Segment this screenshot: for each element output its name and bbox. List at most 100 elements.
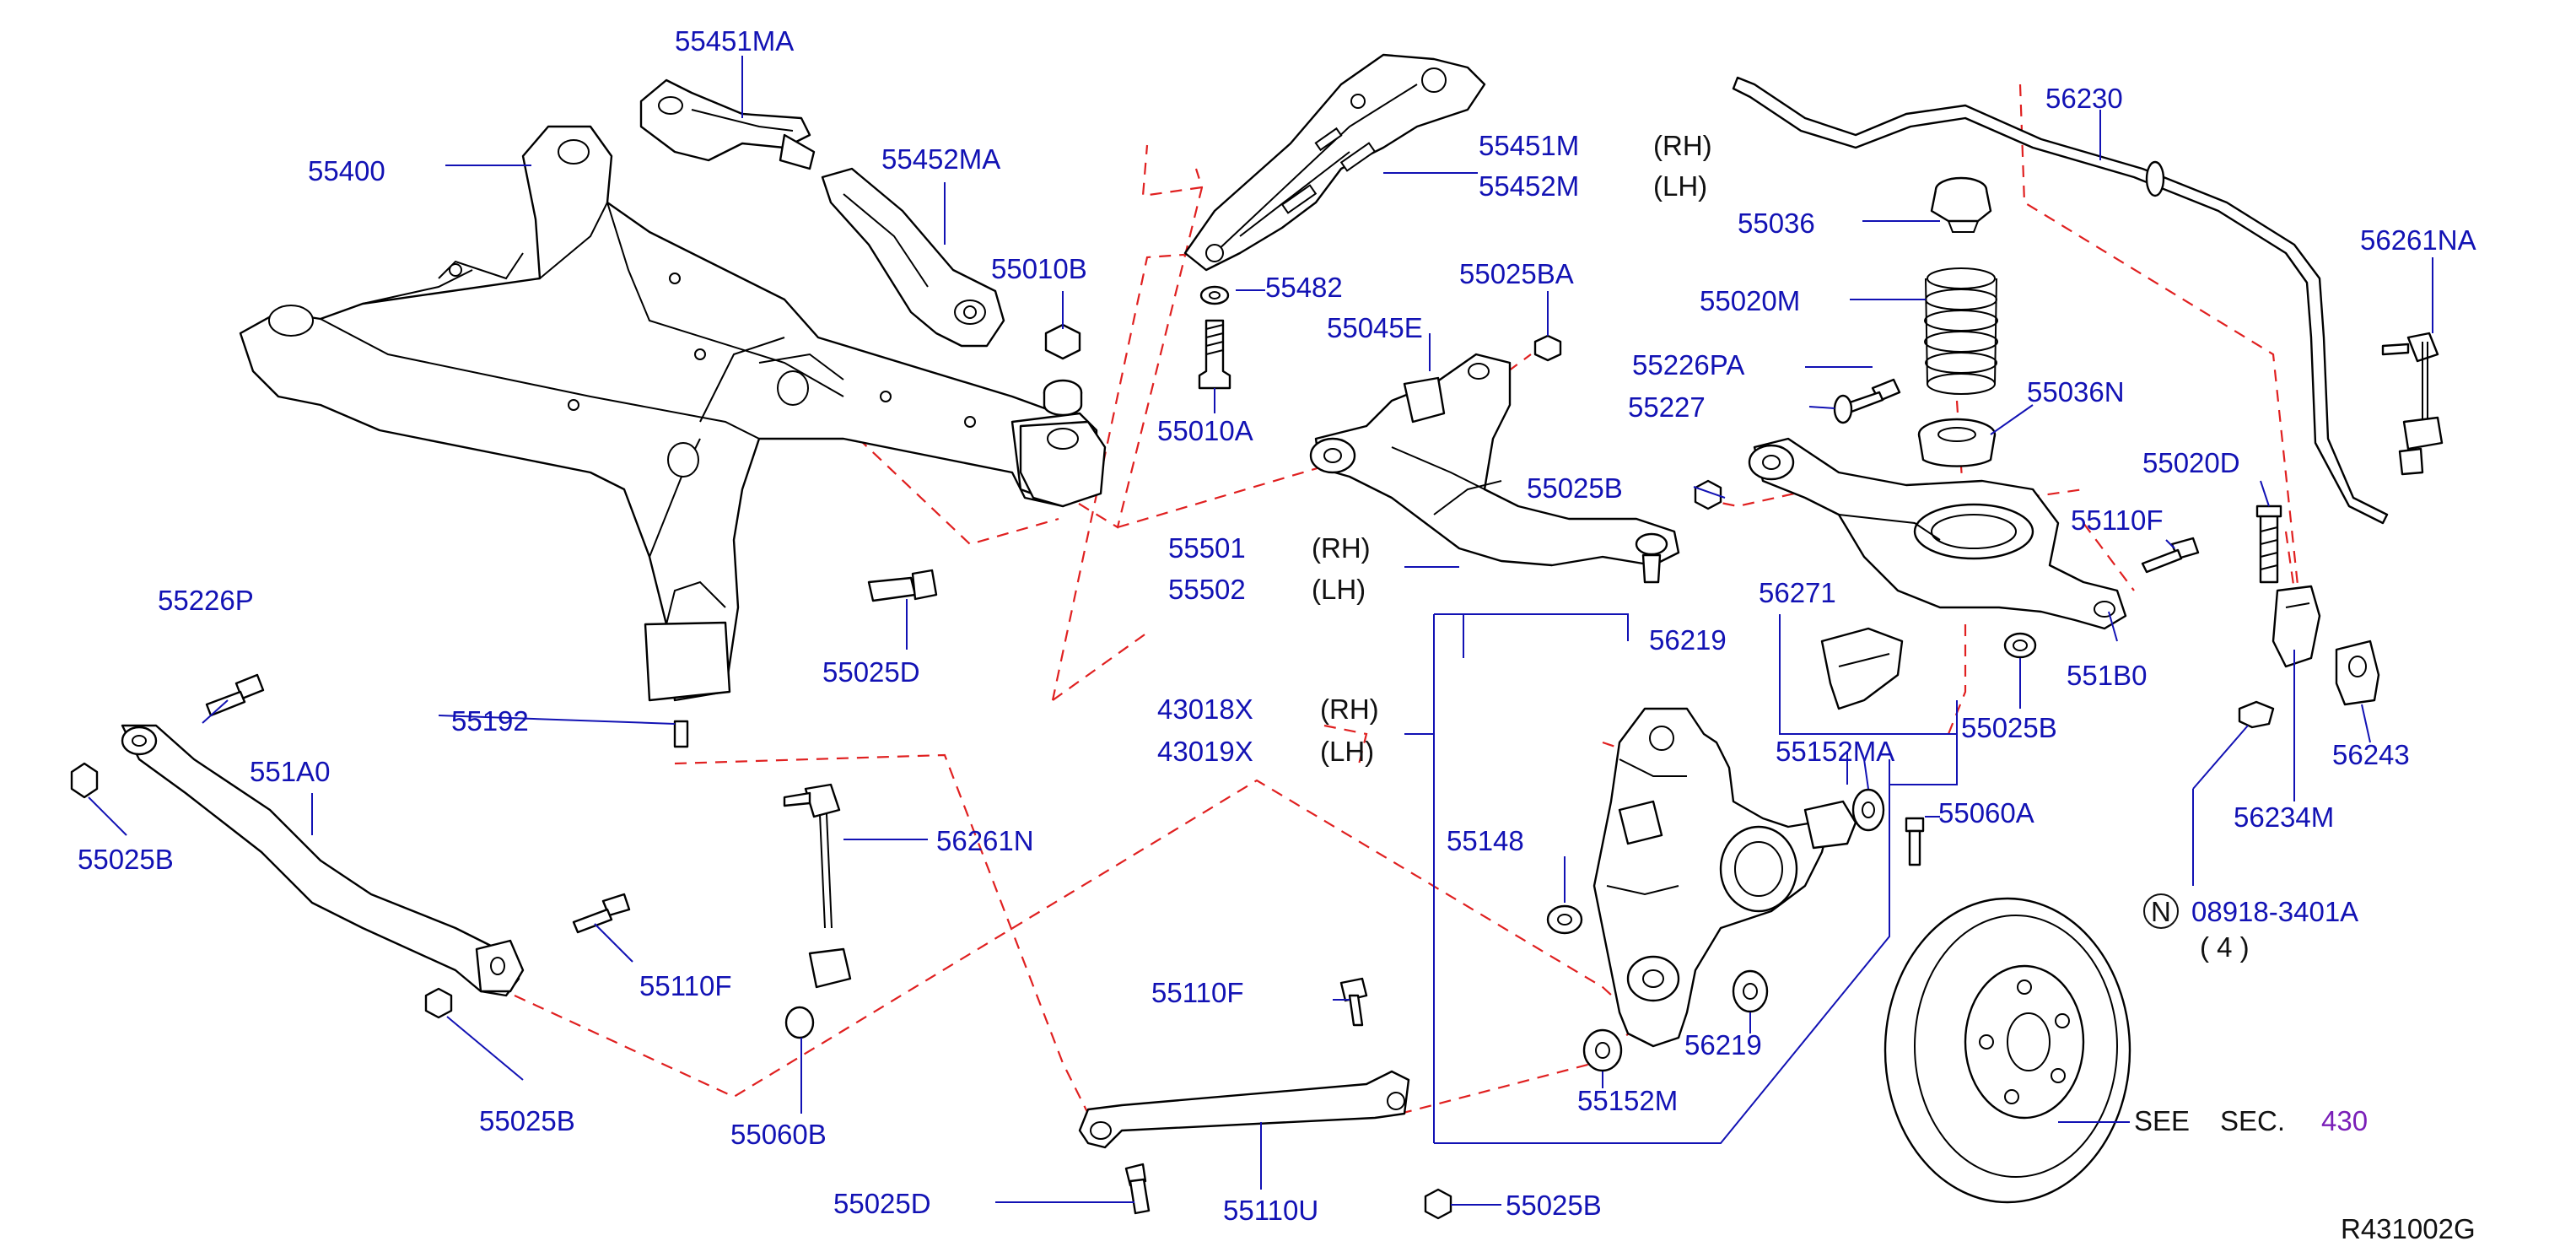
washer-55482 xyxy=(1199,285,1230,305)
nut-08918-3401a xyxy=(2238,700,2275,729)
bolt-55226p xyxy=(205,673,265,717)
label-55020m: 55020M xyxy=(1700,285,1800,316)
leader-lines xyxy=(88,56,2433,1206)
bolt-55025d-top xyxy=(867,569,938,602)
stabilizer-link-56261n xyxy=(783,783,852,989)
label-55152ma: 55152MA xyxy=(1776,736,1894,767)
label-55045e: 55045E xyxy=(1327,312,1423,343)
label-quantity: ( 4 ) xyxy=(2200,931,2250,963)
bolt-55060a xyxy=(1905,817,1925,866)
bushing-55152m xyxy=(1582,1028,1623,1072)
label-08918-3401a: 08918-3401A xyxy=(2191,896,2358,927)
label-55148: 55148 xyxy=(1447,825,1524,856)
label-rh-3: (RH) xyxy=(1320,693,1379,725)
bolt-55110f-right xyxy=(2141,537,2200,574)
part-labels: 55451MA 55400 55452MA 55010B 55010A 5548… xyxy=(78,25,2476,1244)
bushing-56219-bottom xyxy=(1732,969,1769,1013)
label-55451m: 55451M xyxy=(1479,130,1579,161)
label-55110f-left: 55110F xyxy=(639,970,731,1001)
coil-spring-55020m xyxy=(1924,267,1998,395)
bolt-55110f-left xyxy=(572,893,631,934)
upper-link-55501 xyxy=(1309,353,1680,584)
label-55060b: 55060B xyxy=(730,1119,827,1150)
stabilizer-bar-56230 xyxy=(1732,76,2389,525)
label-55452m: 55452M xyxy=(1479,170,1579,202)
label-551a0: 551A0 xyxy=(250,756,330,787)
label-55025b-bottom: 55025B xyxy=(1506,1190,1602,1221)
bolt-55025d-bottom xyxy=(1124,1163,1151,1215)
label-56230: 56230 xyxy=(2045,83,2123,114)
label-55226p: 55226P xyxy=(158,585,254,616)
label-55501: 55501 xyxy=(1168,532,1246,564)
label-55400: 55400 xyxy=(308,155,385,186)
label-sec: SEC. xyxy=(2220,1105,2285,1136)
n-symbol-circle xyxy=(2143,893,2179,929)
label-55110f-middle: 55110F xyxy=(1151,977,1243,1008)
nut-55025b-left xyxy=(70,762,99,799)
bolt-55226pa xyxy=(1846,378,1901,413)
label-55025ba: 55025BA xyxy=(1459,258,1574,289)
bracket-56219-top xyxy=(1820,627,1904,710)
nut-55060b xyxy=(784,1006,815,1039)
label-55452ma: 55452MA xyxy=(881,143,1000,175)
label-55226pa: 55226PA xyxy=(1632,349,1744,380)
label-43019x: 43019X xyxy=(1157,736,1253,767)
nut-55025b-link xyxy=(1694,479,1722,510)
bushing-55010b xyxy=(1019,323,1107,508)
label-see: SEE xyxy=(2134,1105,2190,1136)
toe-link-55110u xyxy=(1078,1070,1410,1149)
label-55482: 55482 xyxy=(1265,272,1343,303)
bolt-55110f-middle xyxy=(1339,977,1368,1027)
lower-link-551b0 xyxy=(1748,437,2127,630)
bracket-55451m xyxy=(1183,53,1486,272)
link-sec-430[interactable]: 430 xyxy=(2321,1105,2368,1136)
bushing-55148 xyxy=(1546,904,1583,935)
label-55110u: 55110U xyxy=(1223,1195,1318,1226)
label-55036: 55036 xyxy=(1738,208,1815,239)
bushing-55152ma xyxy=(1851,788,1885,832)
label-n-symbol: N xyxy=(2151,896,2171,927)
label-56261n: 56261N xyxy=(936,825,1034,856)
label-55502: 55502 xyxy=(1168,574,1246,605)
nut-55025b-bottom xyxy=(1424,1188,1452,1220)
washer-55227 xyxy=(1833,394,1853,424)
bracket-55452ma xyxy=(821,167,1005,348)
bolt-55020d xyxy=(2255,505,2282,584)
label-56261na: 56261NA xyxy=(2360,224,2476,256)
nut-55025b-bottom-left xyxy=(424,987,453,1019)
label-43018x: 43018X xyxy=(1157,693,1253,725)
bracket-55451ma xyxy=(639,78,816,170)
bracket-56234m xyxy=(2272,585,2321,668)
bushing-56243 xyxy=(2335,639,2380,706)
brake-rotor xyxy=(1883,897,2131,1204)
label-56271: 56271 xyxy=(1759,577,1836,608)
label-55010a: 55010A xyxy=(1157,415,1253,446)
stabilizer-link-56261na xyxy=(2381,332,2444,476)
label-55192: 55192 xyxy=(451,705,529,737)
label-55227: 55227 xyxy=(1628,391,1706,423)
label-55152m: 55152M xyxy=(1577,1085,1678,1116)
label-rh-1: (RH) xyxy=(1653,130,1712,161)
insulator-55036 xyxy=(1930,176,1992,233)
label-55060a: 55060A xyxy=(1938,797,2034,828)
label-rh-2: (RH) xyxy=(1312,532,1371,564)
label-55451ma: 55451MA xyxy=(675,25,794,57)
label-55025b-bottom-left: 55025B xyxy=(479,1105,575,1136)
label-55025d-bottom: 55025D xyxy=(833,1188,931,1219)
subframe-55400 xyxy=(239,125,1098,702)
label-55025d-top: 55025D xyxy=(822,656,920,688)
bolt-55010a xyxy=(1198,319,1231,390)
label-55025b-left: 55025B xyxy=(78,844,174,875)
label-56234m: 56234M xyxy=(2234,801,2334,833)
label-56219-top: 56219 xyxy=(1649,624,1727,656)
pin-55192 xyxy=(673,720,689,748)
label-55010b: 55010B xyxy=(991,253,1087,284)
label-lh-1: (LH) xyxy=(1653,170,1707,202)
spring-seat-55036n xyxy=(1917,418,1997,467)
label-551b0: 551B0 xyxy=(2067,660,2147,691)
label-55036n: 55036N xyxy=(2027,376,2125,407)
bushing-55025b-right xyxy=(2003,632,2037,659)
label-lh-3: (LH) xyxy=(1320,736,1374,767)
label-55025b-center: 55025B xyxy=(1527,472,1623,504)
